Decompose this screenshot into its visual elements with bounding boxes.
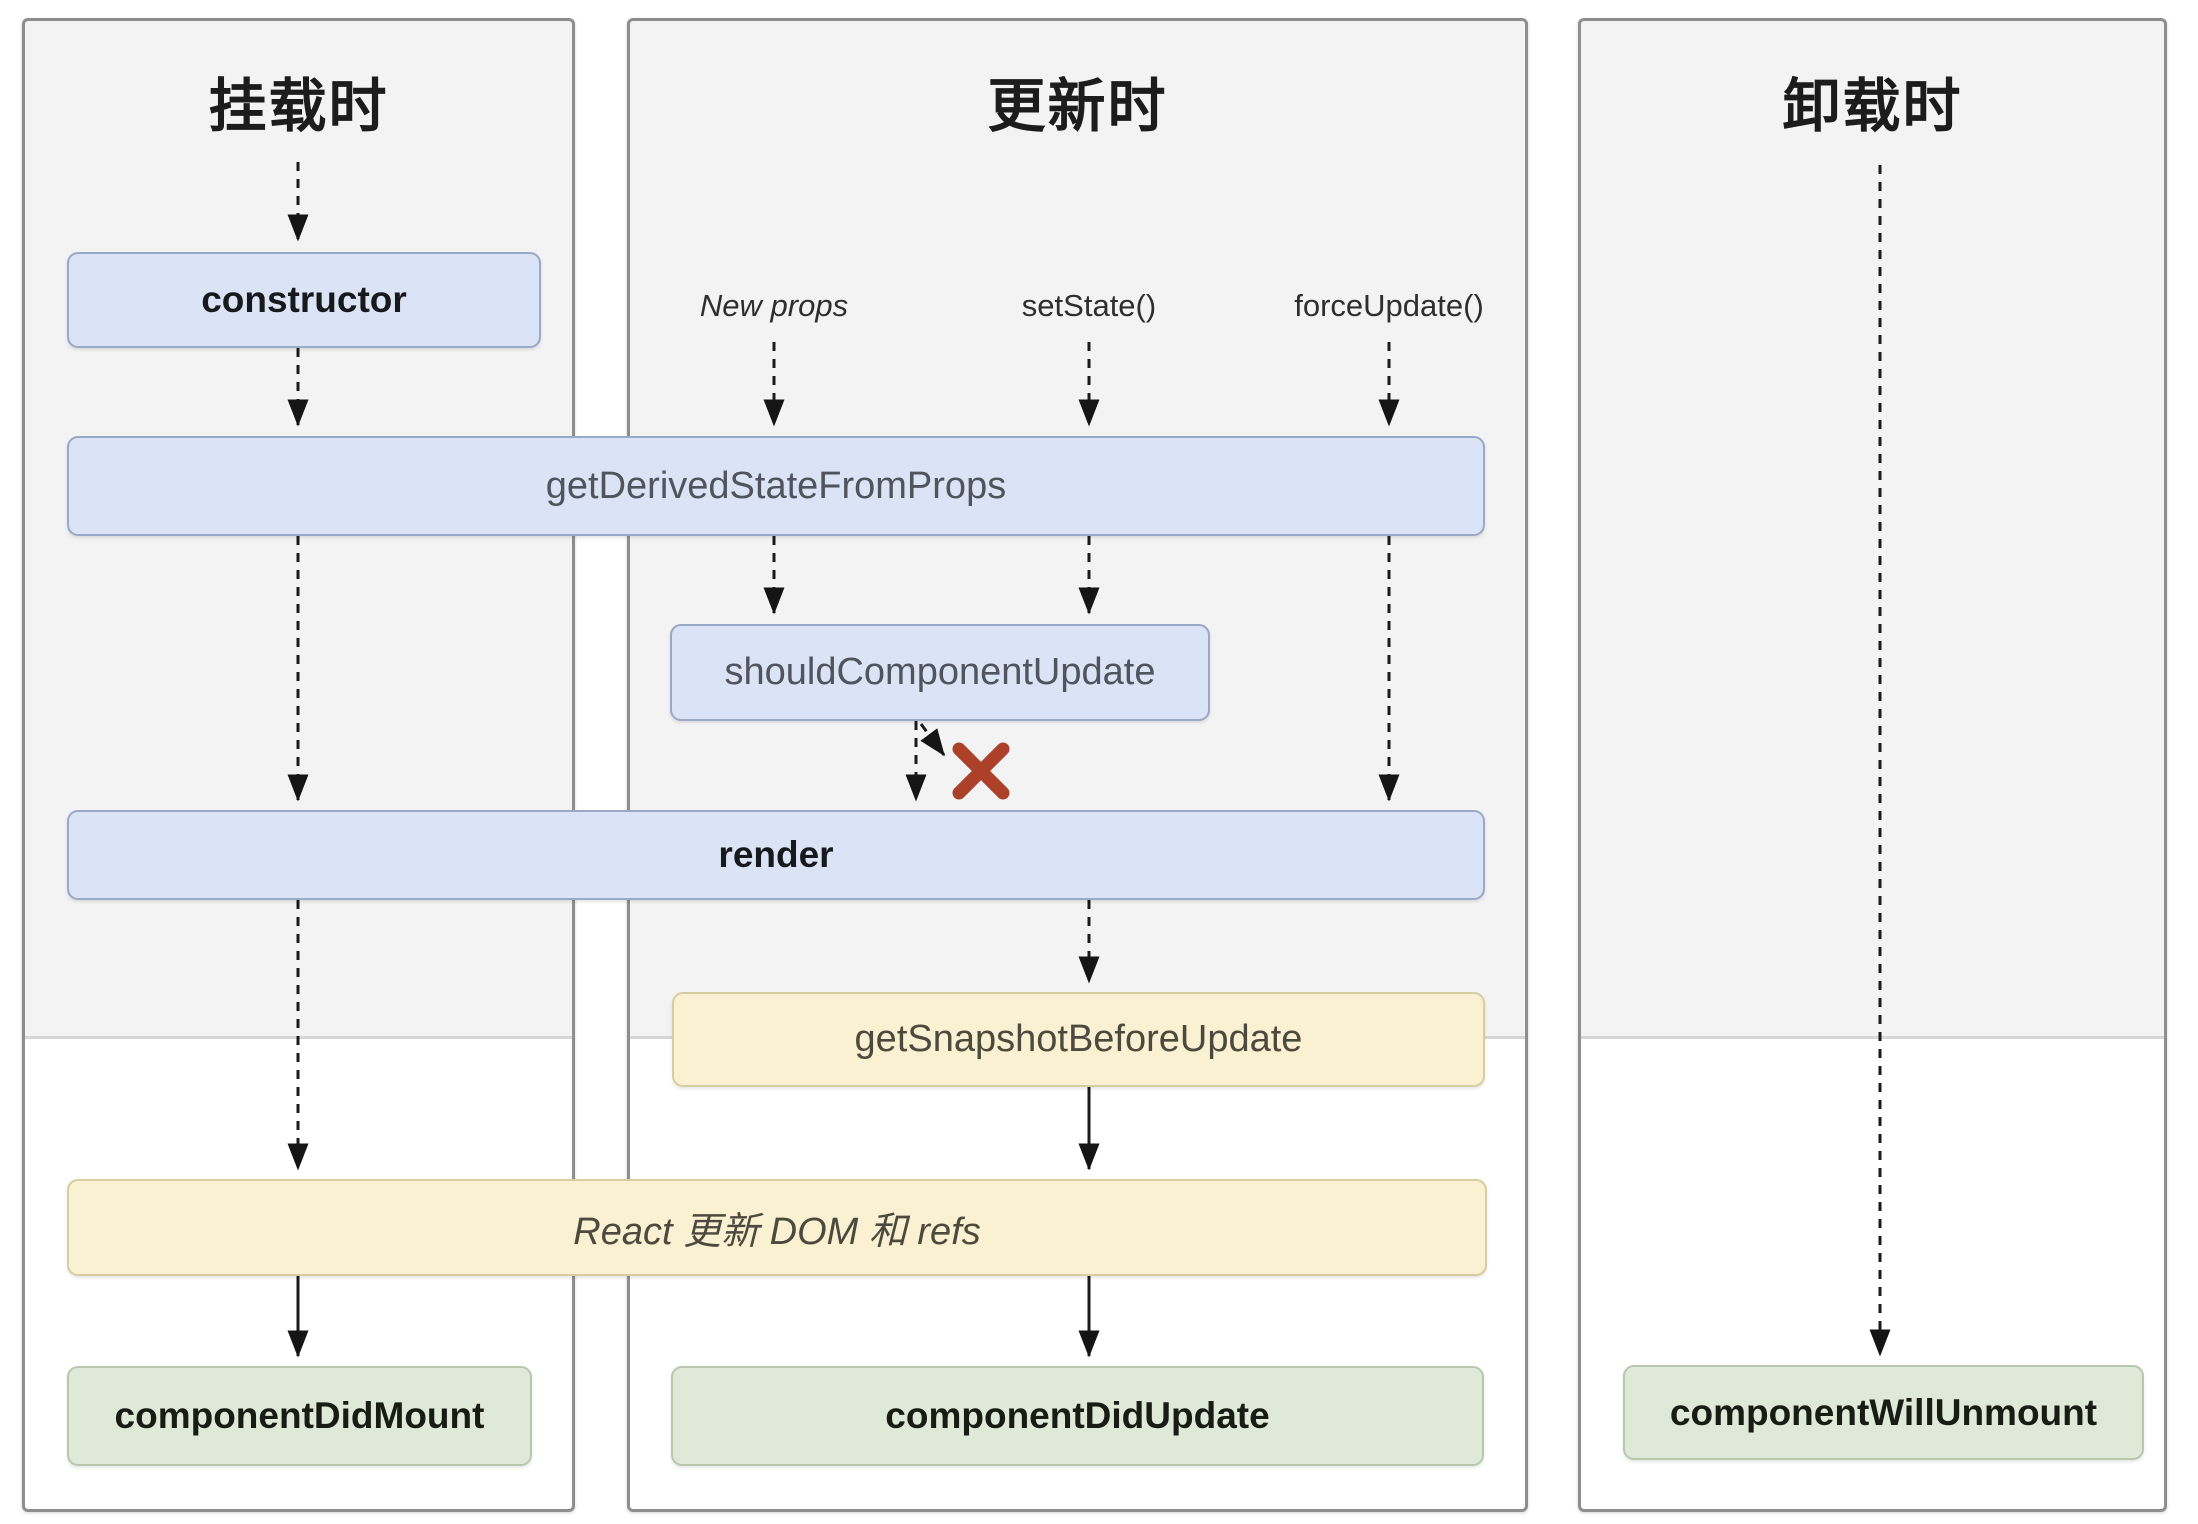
cancel-x-icon bbox=[952, 742, 1010, 800]
trigger-forceupdate: forceUpdate() bbox=[1294, 288, 1484, 323]
node-component-did-mount: componentDidMount bbox=[67, 1366, 532, 1466]
node-gsbu-label: getSnapshotBeforeUpdate bbox=[854, 1018, 1303, 1060]
node-cdu-label: componentDidUpdate bbox=[885, 1395, 1270, 1436]
node-render-label: render bbox=[718, 834, 834, 875]
trigger-new-props: New props bbox=[699, 288, 849, 323]
node-get-snapshot-before-update: getSnapshotBeforeUpdate bbox=[672, 992, 1485, 1087]
node-should-component-update: shouldComponentUpdate bbox=[670, 624, 1210, 721]
panel-unmounting-title: 卸载时 bbox=[1782, 74, 1963, 139]
node-constructor-label: constructor bbox=[201, 279, 407, 320]
node-scu-label: shouldComponentUpdate bbox=[724, 651, 1156, 693]
trigger-setstate: setState() bbox=[1021, 288, 1157, 323]
panel-unmounting: 卸载时 bbox=[1578, 18, 2167, 1512]
node-gdsfp-label: getDerivedStateFromProps bbox=[545, 464, 1007, 507]
node-react-updates-dom: React 更新 DOM 和 refs bbox=[67, 1179, 1487, 1276]
node-component-will-unmount: componentWillUnmount bbox=[1623, 1365, 2144, 1460]
node-get-derived-state-from-props: getDerivedStateFromProps bbox=[67, 436, 1485, 536]
node-constructor: constructor bbox=[67, 252, 541, 348]
node-component-did-update: componentDidUpdate bbox=[671, 1366, 1484, 1466]
node-render: render bbox=[67, 810, 1485, 900]
arrow-scu-cancel-branch bbox=[919, 723, 946, 757]
node-cwu-label: componentWillUnmount bbox=[1669, 1391, 2098, 1433]
panel-mounting-title: 挂载时 bbox=[208, 74, 389, 139]
node-cdm-label: componentDidMount bbox=[114, 1395, 485, 1436]
node-react-updates-dom-label: React 更新 DOM 和 refs bbox=[573, 1211, 981, 1253]
panel-updating-title: 更新时 bbox=[987, 74, 1168, 139]
